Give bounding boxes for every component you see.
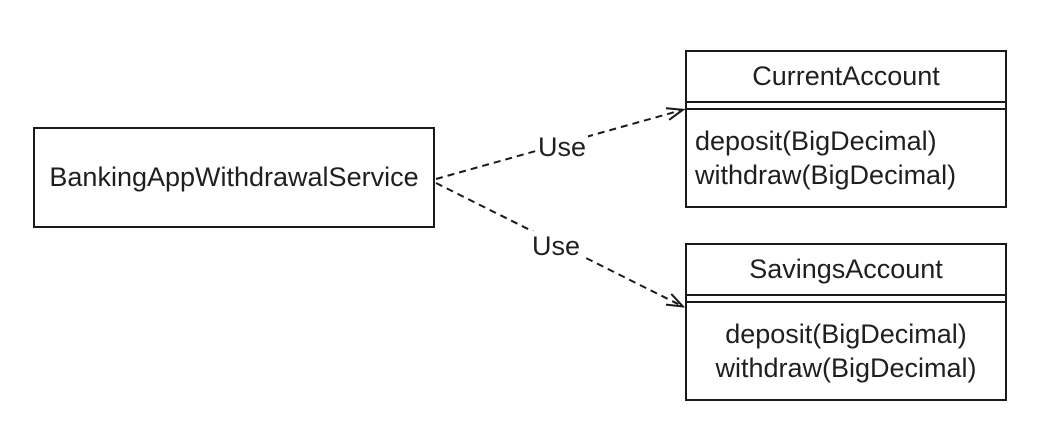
- class-name: CurrentAccount: [687, 52, 1005, 103]
- class-box-current-account[interactable]: CurrentAccount deposit(BigDecimal) withd…: [685, 50, 1007, 208]
- dependency-label-use-current[interactable]: Use: [535, 132, 589, 162]
- method-item: deposit(BigDecimal): [695, 126, 937, 156]
- class-box-savings-account[interactable]: SavingsAccount deposit(BigDecimal) withd…: [685, 243, 1007, 401]
- dependency-arrow-to-current-account[interactable]: [435, 110, 682, 180]
- class-name: SavingsAccount: [687, 245, 1005, 296]
- method-item: withdraw(BigDecimal): [695, 160, 957, 190]
- methods-compartment: deposit(BigDecimal) withdraw(BigDecimal): [687, 303, 1005, 399]
- class-box-banking-app-withdrawal-service[interactable]: BankingAppWithdrawalService: [33, 127, 435, 228]
- attributes-compartment: [687, 103, 1005, 110]
- class-name: BankingAppWithdrawalService: [49, 162, 419, 192]
- attributes-compartment: [687, 296, 1005, 303]
- method-item: withdraw(BigDecimal): [715, 353, 977, 383]
- dependency-label-use-savings[interactable]: Use: [529, 231, 583, 261]
- method-item: deposit(BigDecimal): [725, 319, 967, 349]
- methods-compartment: deposit(BigDecimal) withdraw(BigDecimal): [687, 110, 1005, 206]
